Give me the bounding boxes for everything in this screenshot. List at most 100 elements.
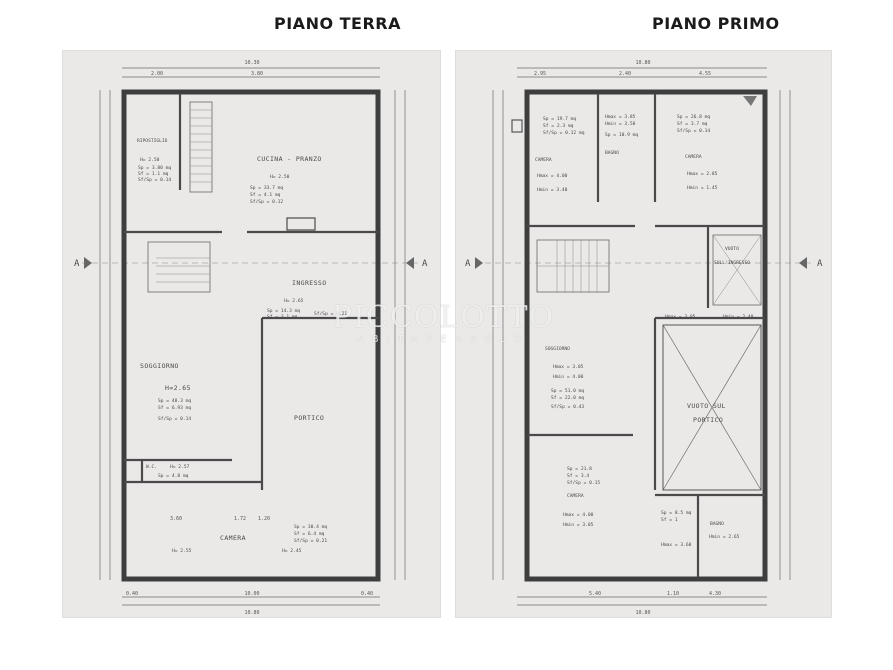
first-stairs (536, 239, 610, 293)
ripostiglio-detail-2: Sf = 1.1 mq (138, 171, 169, 177)
ff-vuoto-portico-name: VUOTO SUL (687, 402, 726, 410)
wc-name: W.C. (146, 464, 157, 470)
first-section-marker-a-left: A (465, 259, 471, 269)
ground-floor-drawing: 10.30 2.00 3.80 10.80 0.40 10.00 0.40 A … (74, 60, 428, 616)
ff-vuoto-portico-hmax: Hmax = 3.05 (665, 314, 696, 320)
ground-walls (121, 89, 381, 582)
ff-bagno-bottom-hmin: Hmin = 2.65 (709, 534, 740, 540)
camera-detail-2: Sf = 6.4 mq (294, 531, 325, 537)
camera-dim-1: 3.60 (170, 516, 182, 522)
ground-floor-plan: 10.30 2.00 3.80 10.80 0.40 10.00 0.40 A … (62, 50, 441, 618)
ff-soggiorno-detail-1: Sp = 51.0 mq (551, 388, 584, 394)
ingresso-detail-2: Sf = 3.1 mq (267, 314, 298, 320)
first-section-marker-a-right: A (817, 259, 823, 269)
soggiorno-height: H=2.65 (165, 384, 191, 392)
first-top-dim-2: 2.40 (619, 71, 631, 77)
soggiorno-name: SOGGIORNO (140, 362, 179, 370)
ff-camera-left-name: CAMERA (535, 157, 552, 163)
ground-width-bottom: 10.80 (244, 610, 259, 616)
cucina-name: CUCINA - PRANZO (257, 155, 322, 163)
ff-bagno-top-detail-3: Sp = 10.9 mq (605, 132, 638, 138)
ground-top-dim-2: 3.80 (251, 71, 263, 77)
ground-stairs (147, 101, 213, 293)
camera-detail-3: Sf/Sp = 0.21 (294, 538, 327, 544)
cucina-detail-3: Sf/Sp = 0.12 (250, 199, 283, 205)
ff-bagno-top-detail-2: Hmin = 3.50 (605, 121, 636, 127)
section-marker-a-left: A (74, 259, 80, 269)
ff-soggiorno-hmin: Hmin = 4.00 (553, 374, 584, 380)
section-arrow-right (406, 257, 414, 269)
ff-camera-right-detail-1: Sp = 26.8 mq (677, 114, 710, 120)
ff-soggiorno-detail-2: Sf = 22.0 mq (551, 395, 584, 401)
first-width-bottom: 10.80 (635, 610, 650, 616)
ff-camera-bottom-detail-1: Sp = 21.8 (567, 466, 592, 472)
ff-camera-bottom-name: CAMERA (567, 493, 584, 499)
ripostiglio-name: RIPOSTIGLIO (137, 138, 168, 144)
ff-bagno-bottom-detail-2: Sf = 1 (661, 517, 678, 523)
ff-vuoto-ingresso-sub: SULL'INGRESSO (714, 260, 750, 266)
wc-detail-1: Sp = 4.8 mq (158, 473, 189, 479)
first-width-top: 10.80 (635, 60, 650, 66)
ff-camera-bottom-hmin: Hmin = 3.05 (563, 522, 594, 528)
first-top-dim-1: 2.95 (534, 71, 546, 77)
ground-width-top: 10.30 (244, 60, 259, 66)
cucina-height: H= 2.50 (270, 174, 290, 180)
first-bottom-dim-2: 1.10 (667, 591, 679, 597)
ingresso-detail-3: Sf/Sp = 0.21 (314, 311, 347, 317)
wc-height: H= 2.57 (170, 464, 190, 470)
ff-bagno-bottom-detail-3: Hmax = 3.60 (661, 542, 692, 548)
ff-bagno-bottom-name: BAGNO (710, 521, 724, 527)
section-marker-a-right: A (422, 259, 428, 269)
first-floor-drawing: 10.80 2.95 2.40 4.55 10.80 5.40 1.10 4.3… (465, 60, 823, 616)
ground-top-dim-1: 2.00 (151, 71, 163, 77)
ff-camera-left-detail-2: Sf = 2.3 mq (543, 123, 574, 129)
camera-dim-3: 1.20 (258, 516, 270, 522)
ground-dimension-lines (82, 67, 422, 606)
ground-bottom-dim-3: 0.40 (361, 591, 373, 597)
soggiorno-detail-2: Sf = 6.93 mq (158, 405, 191, 411)
first-bottom-dim-1: 5.40 (589, 591, 601, 597)
first-section-arrow-left (475, 257, 483, 269)
ff-camera-right-detail-3: Sf/Sp = 0.14 (677, 128, 710, 134)
ff-soggiorno-hmax: Hmax = 3.05 (553, 364, 584, 370)
portico-name: PORTICO (294, 414, 324, 422)
first-top-dim-3: 4.55 (699, 71, 711, 77)
camera-dim-2: 1.72 (234, 516, 246, 522)
cucina-detail-1: Sp = 33.7 mq (250, 185, 283, 191)
ff-vuoto-portico-hmin: Hmin = 2.40 (723, 314, 754, 320)
camera-detail-1: Sp = 30.4 mq (294, 524, 327, 530)
ingresso-height: H= 2.65 (284, 298, 304, 304)
ff-camera-left-hmin: Hmin = 3.40 (537, 187, 568, 193)
first-walls (511, 89, 768, 582)
ingresso-name: INGRESSO (292, 279, 327, 287)
ff-camera-right-hmin: Hmin = 1.45 (687, 185, 718, 191)
ff-camera-left-hmax: Hmax = 4.00 (537, 173, 568, 179)
ingresso-detail-1: Sp = 14.3 mq (267, 308, 300, 314)
first-dimension-lines (475, 67, 815, 606)
ground-bottom-dim-1: 0.40 (126, 591, 138, 597)
ff-camera-bottom-detail-2: Sf = 3.4 (567, 473, 589, 479)
cucina-detail-2: Sf = 4.1 mq (250, 192, 281, 198)
ff-camera-right-hmax: Hmax = 2.85 (687, 171, 718, 177)
camera-height-left: H= 2.55 (172, 548, 192, 554)
soggiorno-detail-1: Sp = 48.3 mq (158, 398, 191, 404)
ff-vuoto-portico-sub: PORTICO (693, 416, 723, 424)
ff-camera-bottom-hmax: Hmax = 4.00 (563, 512, 594, 518)
section-arrow-left (84, 257, 92, 269)
first-bottom-dim-3: 4.30 (709, 591, 721, 597)
ff-camera-left-detail-3: Sf/Sp = 0.12 mq (543, 130, 585, 136)
ripostiglio-height: H= 2.50 (140, 157, 160, 163)
ripostiglio-detail-3: Sf/Sp = 0.14 (138, 177, 171, 183)
ground-bottom-dim-2: 10.00 (244, 591, 259, 597)
first-vuoto-portico-cross (662, 234, 762, 491)
ff-soggiorno-name: SOGGIORNO (545, 346, 570, 352)
first-floor-plan: 10.80 2.95 2.40 4.55 10.80 5.40 1.10 4.3… (455, 50, 832, 618)
ff-bagno-top-detail-1: Hmax = 3.85 (605, 114, 636, 120)
soggiorno-detail-3: Sf/Sp = 0.14 (158, 416, 191, 422)
ripostiglio-detail-1: Sp = 3.80 mq (138, 165, 171, 171)
ff-camera-bottom-detail-3: Sf/Sp = 0.15 (567, 480, 600, 486)
camera-name: CAMERA (220, 534, 246, 542)
ff-camera-right-detail-2: Sf = 3.7 mq (677, 121, 708, 127)
first-floor-title: PIANO PRIMO (652, 14, 780, 33)
ff-camera-right-name: CAMERA (685, 154, 702, 160)
